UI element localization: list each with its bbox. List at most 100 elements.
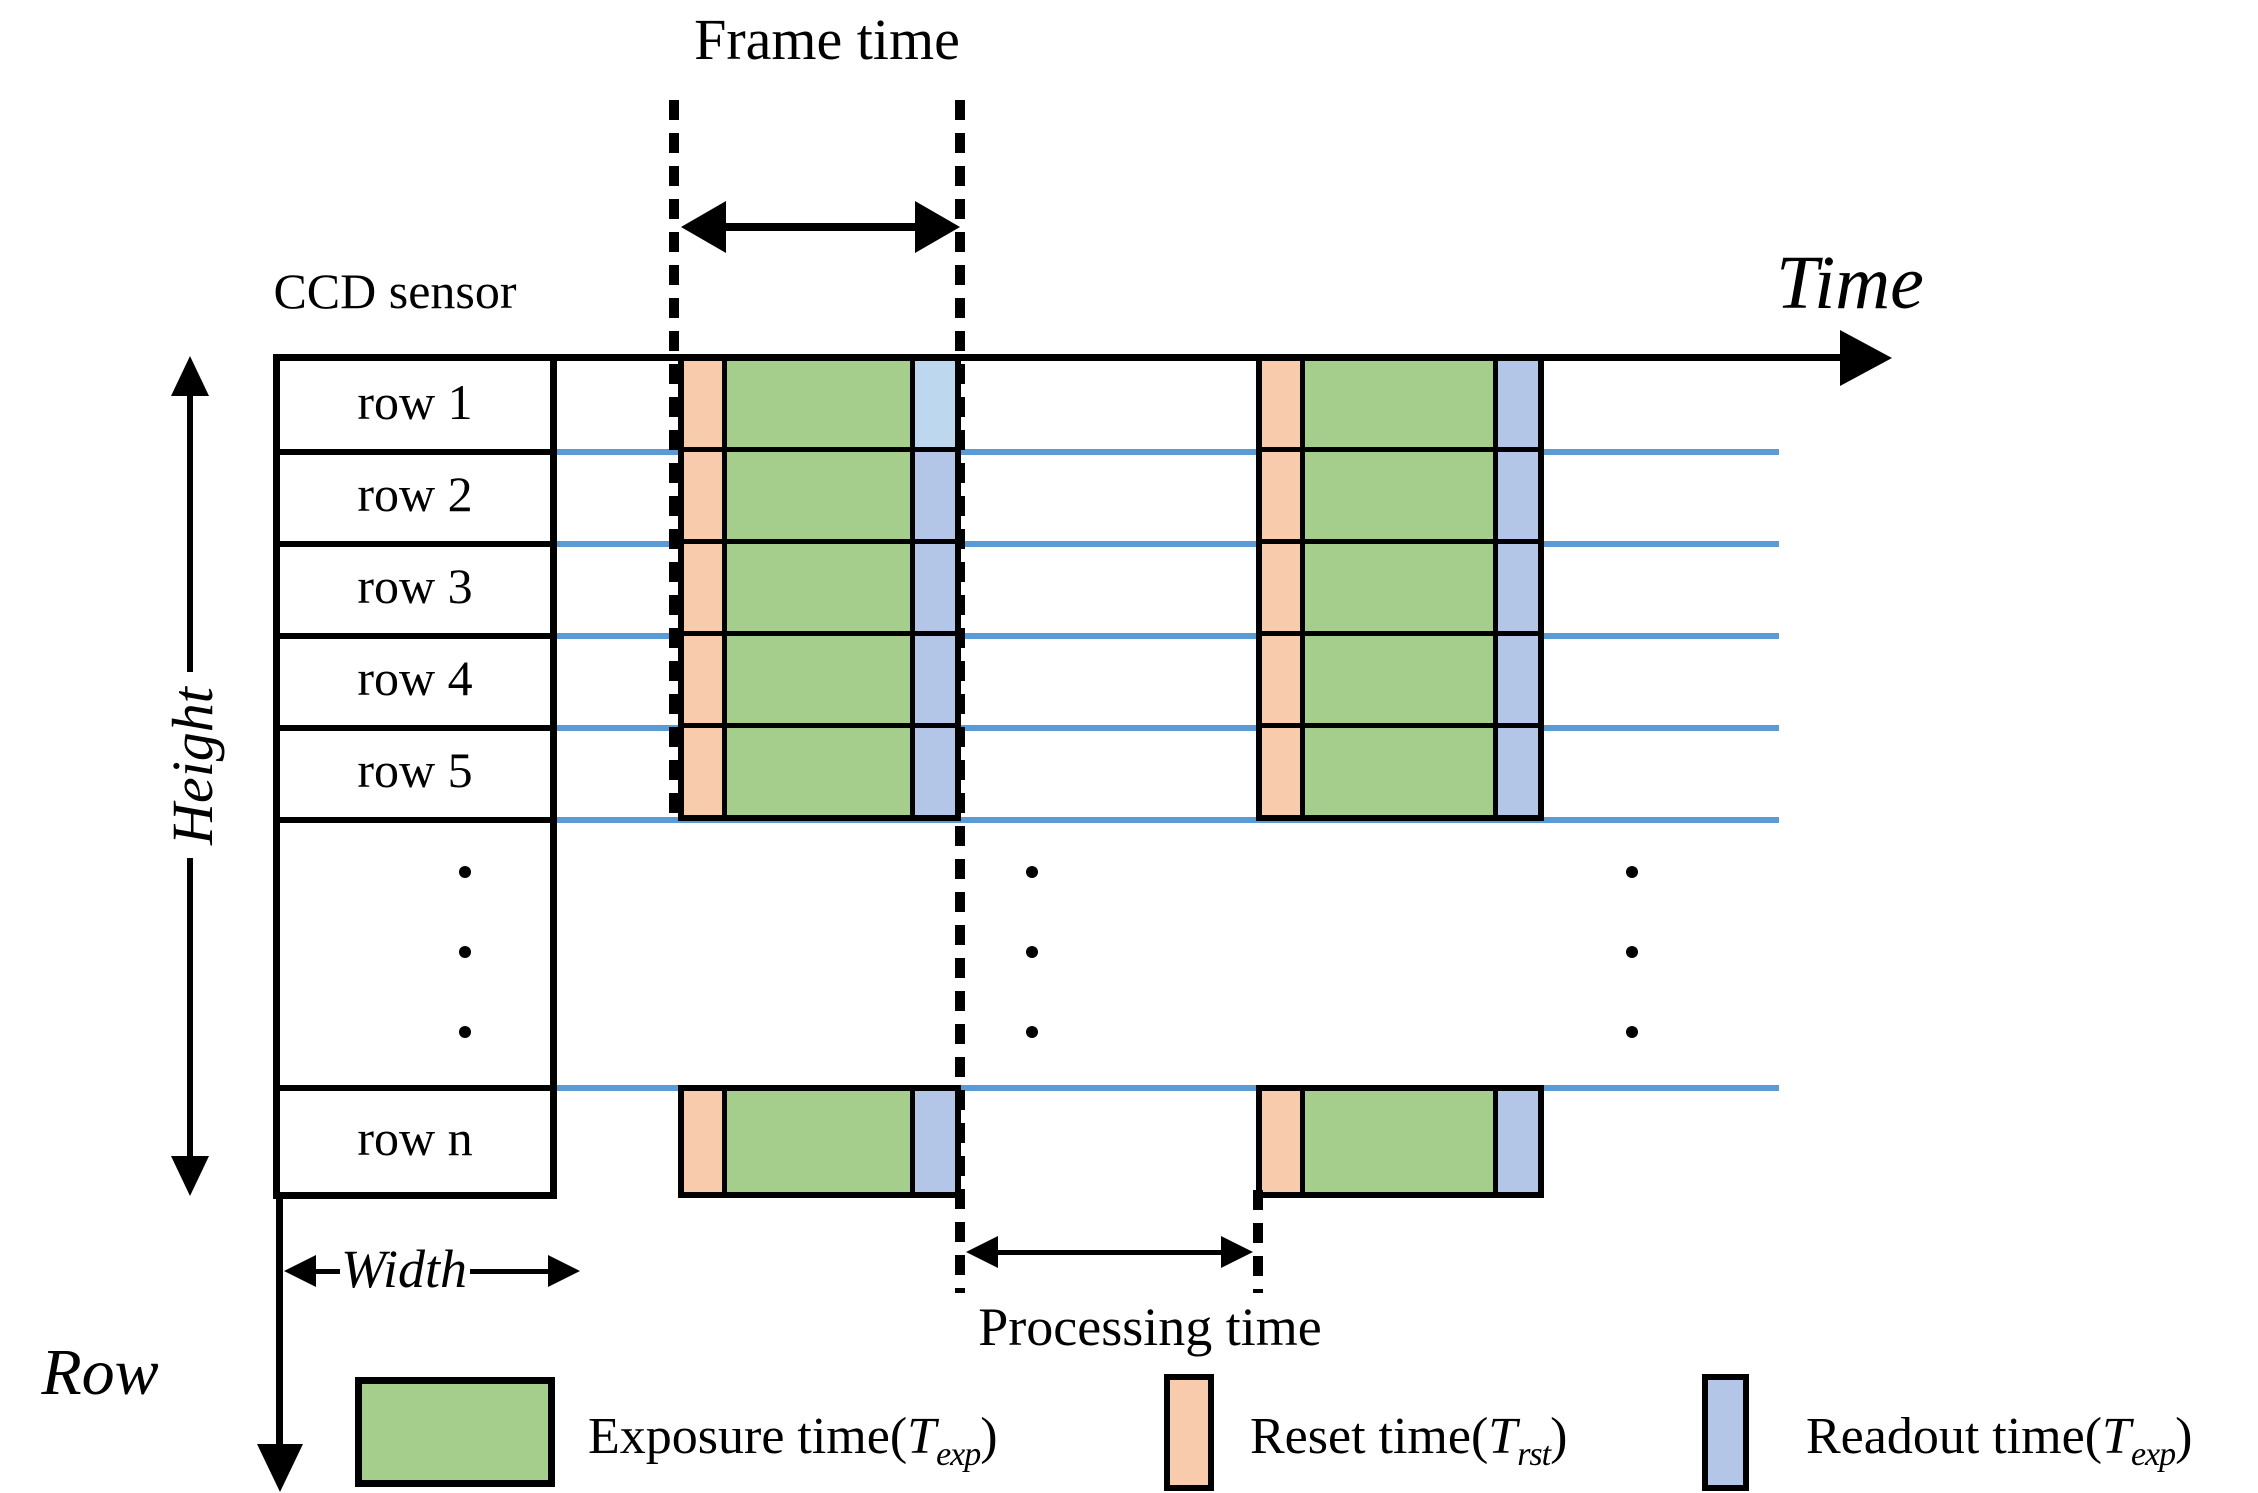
processing-arrow-line <box>990 1250 1228 1255</box>
legend-reset-label: Reset time(Trst) <box>1250 1398 1567 1476</box>
time-axis-label: Time <box>1776 241 1924 325</box>
legend-readout-symbol: T <box>2102 1408 2131 1465</box>
row-axis-line <box>276 1196 283 1452</box>
sensor-table-bottom-border <box>273 1192 557 1199</box>
legend-reset-subscript: rst <box>1517 1436 1551 1473</box>
row-label-2: row 2 <box>357 466 473 522</box>
legend-readout-suffix: ) <box>2175 1408 2193 1465</box>
ellipsis-dot <box>1026 866 1038 878</box>
width-arrow-line-left <box>300 1269 340 1274</box>
height-arrowhead-up-icon <box>171 356 209 396</box>
reset-cell <box>1262 636 1300 723</box>
processing-end-dashed-line <box>1253 1190 1263 1293</box>
readout-cell <box>1498 360 1538 447</box>
ellipsis-dot <box>1626 946 1638 958</box>
time-axis-arrowhead-icon <box>1840 330 1892 386</box>
readout-cell <box>1498 544 1538 631</box>
row-axis-label: Row <box>41 1336 159 1409</box>
legend-reset-swatch <box>1164 1374 1214 1491</box>
legend-exposure-text: Exposure time( <box>588 1408 908 1465</box>
reset-cell <box>684 636 722 723</box>
frame-time-arrow-line <box>718 223 943 231</box>
row-separator <box>276 449 552 455</box>
exposure-cell <box>1305 360 1493 447</box>
readout-cell <box>915 360 955 447</box>
row-separator <box>276 725 552 731</box>
ellipsis-dot <box>1026 1026 1038 1038</box>
reset-cell <box>1262 360 1300 447</box>
ellipsis-dot <box>1026 946 1038 958</box>
legend-exposure-suffix: ) <box>980 1408 998 1465</box>
ellipsis-dot <box>459 866 471 878</box>
height-axis-label: Height <box>160 687 225 845</box>
row-timing-line <box>557 633 1779 639</box>
frame-start-dashed-line <box>669 100 679 820</box>
legend-exposure-swatch <box>355 1377 555 1487</box>
height-arrow-line-lower <box>187 858 193 1178</box>
exposure-cell <box>727 728 910 815</box>
width-arrow-line-right <box>470 1269 550 1274</box>
reset-cell <box>684 1091 722 1192</box>
legend-exposure-label: Exposure time(Texp) <box>588 1398 998 1476</box>
ellipsis-dot <box>459 946 471 958</box>
exposure-cell <box>1305 452 1493 539</box>
exposure-cell <box>1305 728 1493 815</box>
exposure-cell <box>727 544 910 631</box>
row-timing-line <box>557 541 1779 547</box>
legend-readout-subscript: exp <box>2130 1436 2176 1473</box>
height-arrowhead-down-icon <box>171 1156 209 1196</box>
time-axis-line <box>273 354 1843 361</box>
row-timing-line <box>557 449 1779 455</box>
frame-time-label: Frame time <box>694 7 960 72</box>
row-separator <box>276 541 552 547</box>
legend-reset-text: Reset time( <box>1250 1408 1489 1465</box>
width-label: Width <box>340 1239 467 1299</box>
processing-arrowhead-right-icon <box>1221 1236 1253 1268</box>
readout-cell <box>915 452 955 539</box>
exposure-cell <box>727 360 910 447</box>
height-arrow-line-upper <box>187 380 193 672</box>
row-timing-line <box>557 725 1779 731</box>
legend-readout-swatch <box>1702 1374 1749 1491</box>
processing-arrowhead-left-icon <box>966 1236 998 1268</box>
row-label-1: row 1 <box>357 374 473 430</box>
row-axis-arrowhead-icon <box>257 1444 303 1492</box>
width-arrowhead-right-icon <box>548 1255 580 1287</box>
processing-time-label: Processing time <box>978 1297 1322 1357</box>
reset-cell <box>684 544 722 631</box>
reset-cell <box>1262 452 1300 539</box>
frame1-bar-rown <box>678 1085 961 1198</box>
row-timing-line <box>557 817 1779 823</box>
readout-cell <box>1498 452 1538 539</box>
exposure-cell <box>1305 544 1493 631</box>
sensor-table-right-border <box>550 354 557 1199</box>
exposure-cell <box>727 1091 910 1192</box>
row-label-4: row 4 <box>357 650 473 706</box>
readout-cell <box>1498 728 1538 815</box>
row-label-n: row n <box>357 1110 473 1166</box>
reset-cell <box>1262 1091 1300 1192</box>
reset-cell <box>684 728 722 815</box>
readout-cell <box>1498 1091 1538 1192</box>
frame2-bar-rown <box>1256 1085 1544 1198</box>
legend-reset-symbol: T <box>1488 1408 1518 1465</box>
row-label-3: row 3 <box>357 558 473 614</box>
sensor-table-left-border <box>273 354 280 1199</box>
frame-time-arrowhead-left-icon <box>681 201 726 253</box>
row-separator <box>276 817 552 823</box>
reset-cell <box>684 360 722 447</box>
frame-end-dashed-line <box>955 100 965 1293</box>
row-separator <box>273 1085 557 1091</box>
readout-cell <box>915 636 955 723</box>
legend-readout-text: Readout time( <box>1806 1408 2103 1465</box>
readout-cell <box>915 1091 955 1192</box>
frame2-bars-rows1-5 <box>1256 354 1544 821</box>
legend-reset-suffix: ) <box>1550 1408 1568 1465</box>
row-separator <box>276 633 552 639</box>
row-timing-line <box>557 1085 1779 1091</box>
ellipsis-dot <box>1626 1026 1638 1038</box>
frame1-bars-rows1-5 <box>678 354 961 821</box>
frame-time-arrowhead-right-icon <box>915 201 960 253</box>
exposure-cell <box>1305 636 1493 723</box>
